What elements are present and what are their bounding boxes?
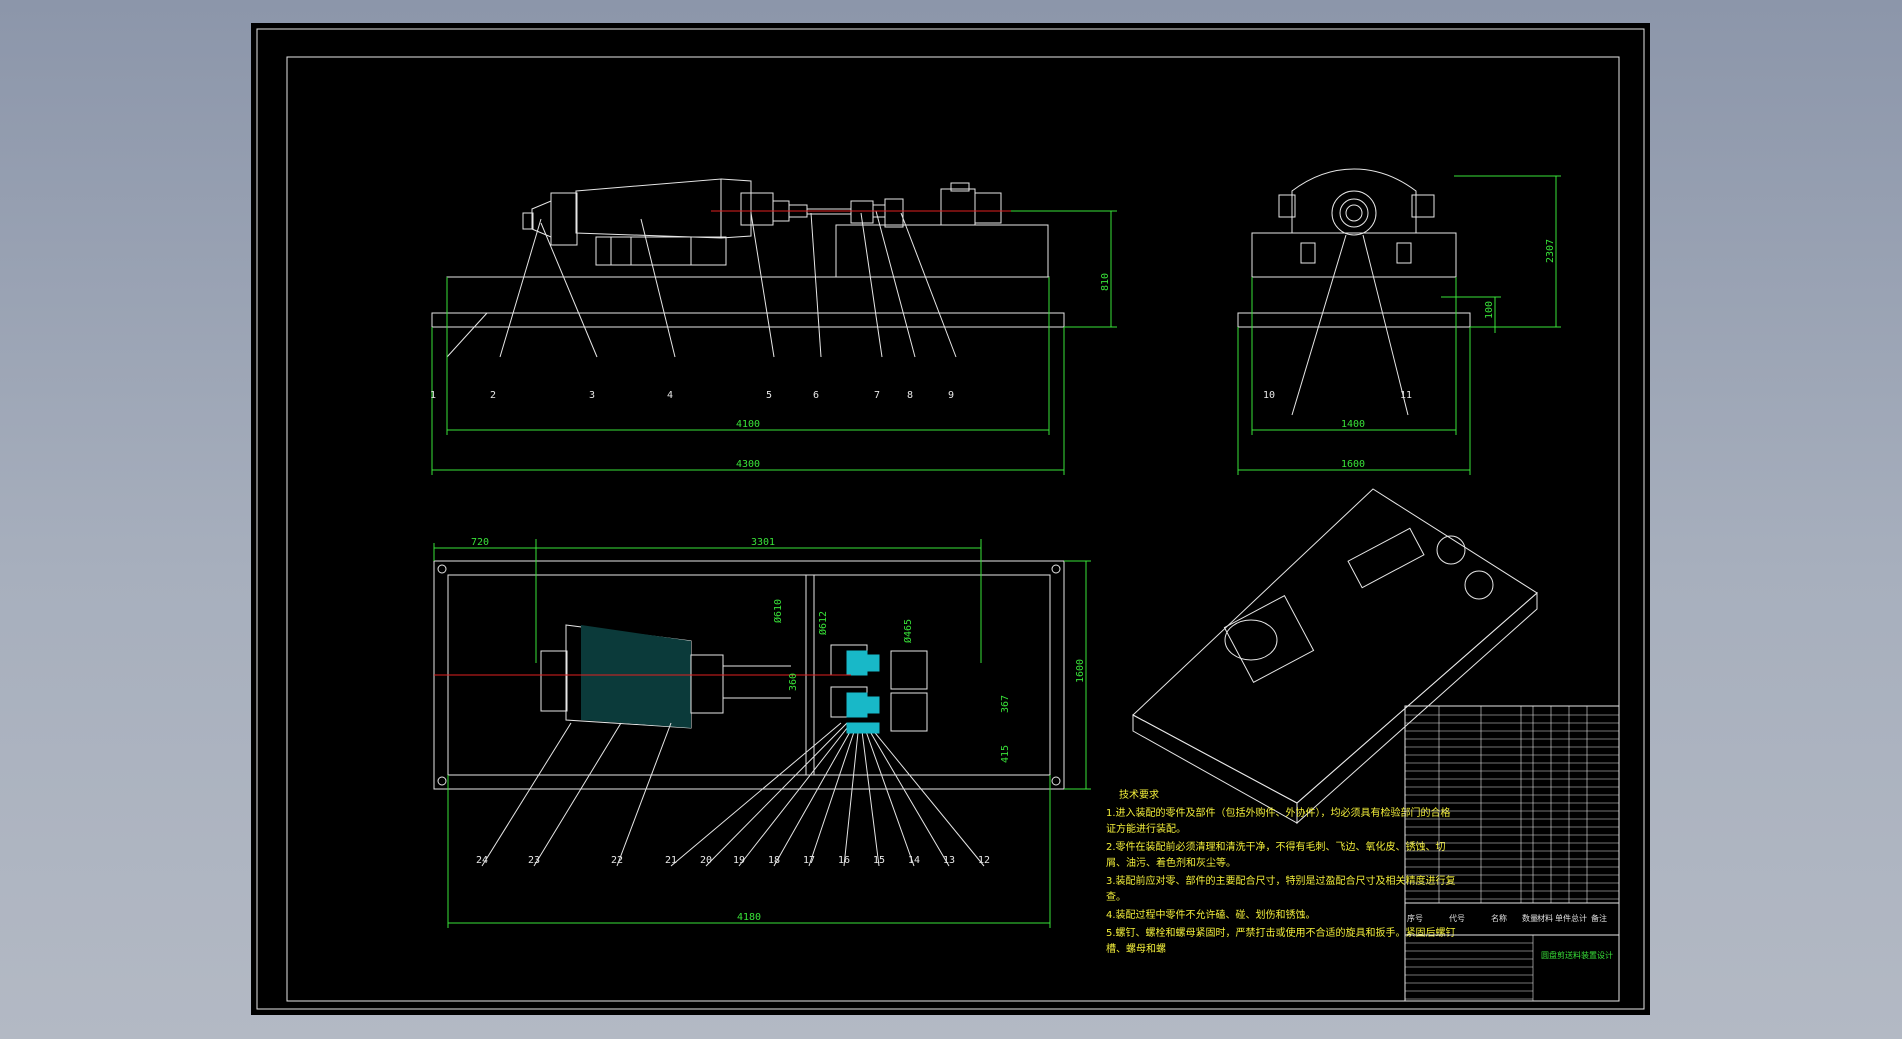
part-label: 21 <box>665 855 677 866</box>
part-label: 3 <box>589 390 595 401</box>
isometric-view <box>1132 488 1538 825</box>
part-label: 17 <box>803 855 815 866</box>
tb-header-qty: 数量 <box>1522 913 1538 923</box>
dim-text: 1400 <box>1341 419 1365 430</box>
dim-text: Ø610 <box>772 599 784 623</box>
tech-note-line: 4.装配过程中零件不允许磕、碰、划伤和锈蚀。 <box>1106 908 1316 921</box>
part-label: 20 <box>700 855 712 866</box>
tech-notes-heading: 技术要求 <box>1119 788 1159 801</box>
tech-note-line: 证方能进行装配。 <box>1106 822 1186 835</box>
cad-drawing: 技术要求 1.进入装配的零件及部件（包括外购件、外协件），均必须具有检验部门的合… <box>256 28 1645 1010</box>
dim-text: 415 <box>1000 745 1011 763</box>
tb-header-total: 总计 <box>1571 913 1587 923</box>
plan-view <box>433 560 1065 867</box>
drawing-sheet: 技术要求 1.进入装配的零件及部件（包括外购件、外协件），均必须具有检验部门的合… <box>251 23 1650 1015</box>
part-label: 23 <box>528 855 540 866</box>
part-label: 9 <box>948 390 954 401</box>
plan-view-dims <box>433 539 1091 928</box>
tb-header-name: 名称 <box>1491 913 1507 923</box>
front-view-dims <box>431 210 1117 475</box>
dimension-texts: 4100 4300 810 1400 1600 100 2307 720 330… <box>471 239 1556 923</box>
tb-header-remark: 备注 <box>1591 913 1607 923</box>
part-label: 22 <box>611 855 623 866</box>
tb-header-code: 代号 <box>1449 913 1465 923</box>
tech-note-line: 查。 <box>1106 890 1126 903</box>
tech-note-line: 2.零件在装配前必须清理和清洗干净，不得有毛刺、飞边、氧化皮、锈蚀、切 <box>1106 840 1446 853</box>
tech-note-line: 屑、油污、着色剂和灰尘等。 <box>1106 856 1236 869</box>
part-label: 14 <box>908 855 920 866</box>
tech-notes: 技术要求 1.进入装配的零件及部件（包括外购件、外协件），均必须具有检验部门的合… <box>1106 788 1456 955</box>
side-view-dims <box>1237 175 1561 475</box>
part-label: 8 <box>907 390 913 401</box>
plan-view-cyan-parts <box>846 650 880 734</box>
part-label: 6 <box>813 390 819 401</box>
tech-note-line: 槽、螺母和螺 <box>1106 942 1166 955</box>
dim-text: 3301 <box>751 537 775 548</box>
part-label: 11 <box>1400 390 1412 401</box>
drawing-title: 圆盘剪送料装置设计 <box>1541 950 1613 960</box>
part-label: 2 <box>490 390 496 401</box>
dim-text: 4180 <box>737 912 761 923</box>
tech-note-line: 5.螺钉、螺栓和螺母紧固时，严禁打击或使用不合适的旋具和扳手。紧固后螺钉 <box>1106 926 1456 939</box>
part-label: 10 <box>1263 390 1275 401</box>
dim-text: 367 <box>1000 695 1011 713</box>
tech-note-line: 1.进入装配的零件及部件（包括外购件、外协件），均必须具有检验部门的合格 <box>1106 806 1451 819</box>
dim-text: 720 <box>471 537 489 548</box>
dim-text: Ø465 <box>902 619 914 643</box>
dim-text: 1600 <box>1075 659 1086 683</box>
tb-header-unit: 单件 <box>1555 913 1571 923</box>
part-label: 4 <box>667 390 673 401</box>
title-block: 序号 代号 名称 数量 材料 单件 总计 备注 圆盘剪送料装置设计 <box>1404 705 1620 1002</box>
part-label: 18 <box>768 855 780 866</box>
part-label: 15 <box>873 855 885 866</box>
dim-text: 810 <box>1100 273 1111 291</box>
part-label: 19 <box>733 855 745 866</box>
part-label: 16 <box>838 855 850 866</box>
side-view <box>1237 168 1471 416</box>
dim-text: 4300 <box>736 459 760 470</box>
part-label: 5 <box>766 390 772 401</box>
part-label: 12 <box>978 855 990 866</box>
dim-text: 100 <box>1484 301 1495 319</box>
front-view <box>431 178 1065 358</box>
part-label: 24 <box>476 855 488 866</box>
tech-note-line: 3.装配前应对零、部件的主要配合尺寸，特别是过盈配合尺寸及相关精度进行复 <box>1106 874 1456 887</box>
part-label: 13 <box>943 855 955 866</box>
dim-text: 4100 <box>736 419 760 430</box>
dim-text: 360 <box>788 673 799 691</box>
tb-header-material: 材料 <box>1537 913 1553 923</box>
part-labels: 1 2 3 4 5 6 7 8 9 10 11 24 23 22 21 20 1… <box>430 390 1412 866</box>
part-label: 1 <box>430 390 436 401</box>
tb-header-seq: 序号 <box>1407 913 1423 923</box>
dim-text: 1600 <box>1341 459 1365 470</box>
part-label: 7 <box>874 390 880 401</box>
dim-text: Ø612 <box>817 611 829 635</box>
dim-text: 2307 <box>1545 239 1556 263</box>
